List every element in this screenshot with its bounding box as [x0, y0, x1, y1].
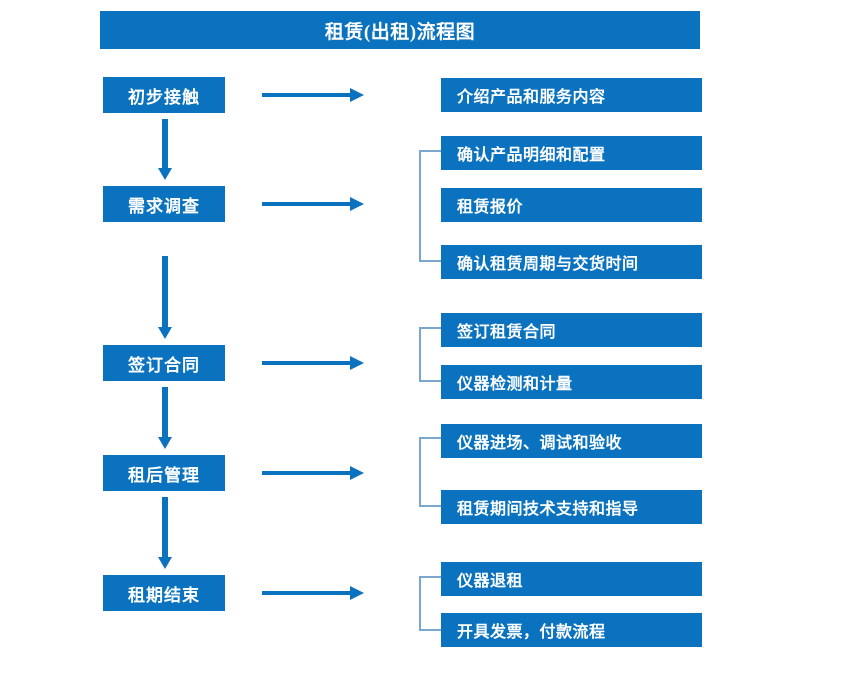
arrow-shaft [262, 471, 352, 475]
task-box-6[interactable]: 仪器检测和计量 [441, 365, 702, 399]
group-bracket-stage5 [419, 576, 441, 631]
arrow-head [158, 557, 172, 569]
arrow-shaft [262, 202, 352, 206]
task-box-5[interactable]: 签订租赁合同 [441, 313, 702, 347]
task-box-1[interactable]: 介绍产品和服务内容 [441, 78, 702, 112]
horizontal-arrow-stage3 [262, 356, 364, 370]
arrow-shaft [162, 387, 168, 437]
vertical-arrow-stage1-stage2 [158, 119, 172, 180]
arrow-head [350, 197, 364, 211]
arrow-shaft [262, 591, 352, 595]
stage-box-4[interactable]: 租后管理 [103, 455, 225, 491]
arrow-shaft [262, 93, 352, 97]
vertical-arrow-stage2-stage3 [158, 256, 172, 339]
arrow-head [158, 168, 172, 180]
group-bracket-stage2 [419, 150, 441, 262]
horizontal-arrow-stage4 [262, 466, 364, 480]
vertical-arrow-stage4-stage5 [158, 497, 172, 569]
stage-box-2[interactable]: 需求调查 [103, 186, 225, 222]
group-bracket-stage3 [419, 327, 441, 382]
stage-box-5[interactable]: 租期结束 [103, 575, 225, 611]
horizontal-arrow-stage2 [262, 197, 364, 211]
vertical-arrow-stage3-stage4 [158, 387, 172, 449]
horizontal-arrow-stage5 [262, 586, 364, 600]
arrow-head [350, 466, 364, 480]
task-box-2[interactable]: 确认产品明细和配置 [441, 136, 702, 170]
arrow-head [158, 327, 172, 339]
arrow-head [158, 437, 172, 449]
arrow-shaft [162, 119, 168, 168]
stage-box-1[interactable]: 初步接触 [103, 77, 225, 113]
arrow-shaft [162, 497, 168, 557]
task-box-3[interactable]: 租赁报价 [441, 188, 702, 222]
page-title: 租赁(出租)流程图 [100, 11, 700, 49]
stage-box-3[interactable]: 签订合同 [103, 345, 225, 381]
task-box-10[interactable]: 开具发票，付款流程 [441, 613, 702, 647]
arrow-head [350, 356, 364, 370]
task-box-4[interactable]: 确认租赁周期与交货时间 [441, 245, 702, 279]
task-box-9[interactable]: 仪器退租 [441, 562, 702, 596]
task-box-7[interactable]: 仪器进场、调试和验收 [441, 424, 702, 458]
arrow-shaft [262, 361, 352, 365]
horizontal-arrow-stage1 [262, 88, 364, 102]
group-bracket-stage4 [419, 437, 441, 507]
arrow-head [350, 88, 364, 102]
arrow-shaft [162, 256, 168, 327]
arrow-head [350, 586, 364, 600]
task-box-8[interactable]: 租赁期间技术支持和指导 [441, 490, 702, 524]
